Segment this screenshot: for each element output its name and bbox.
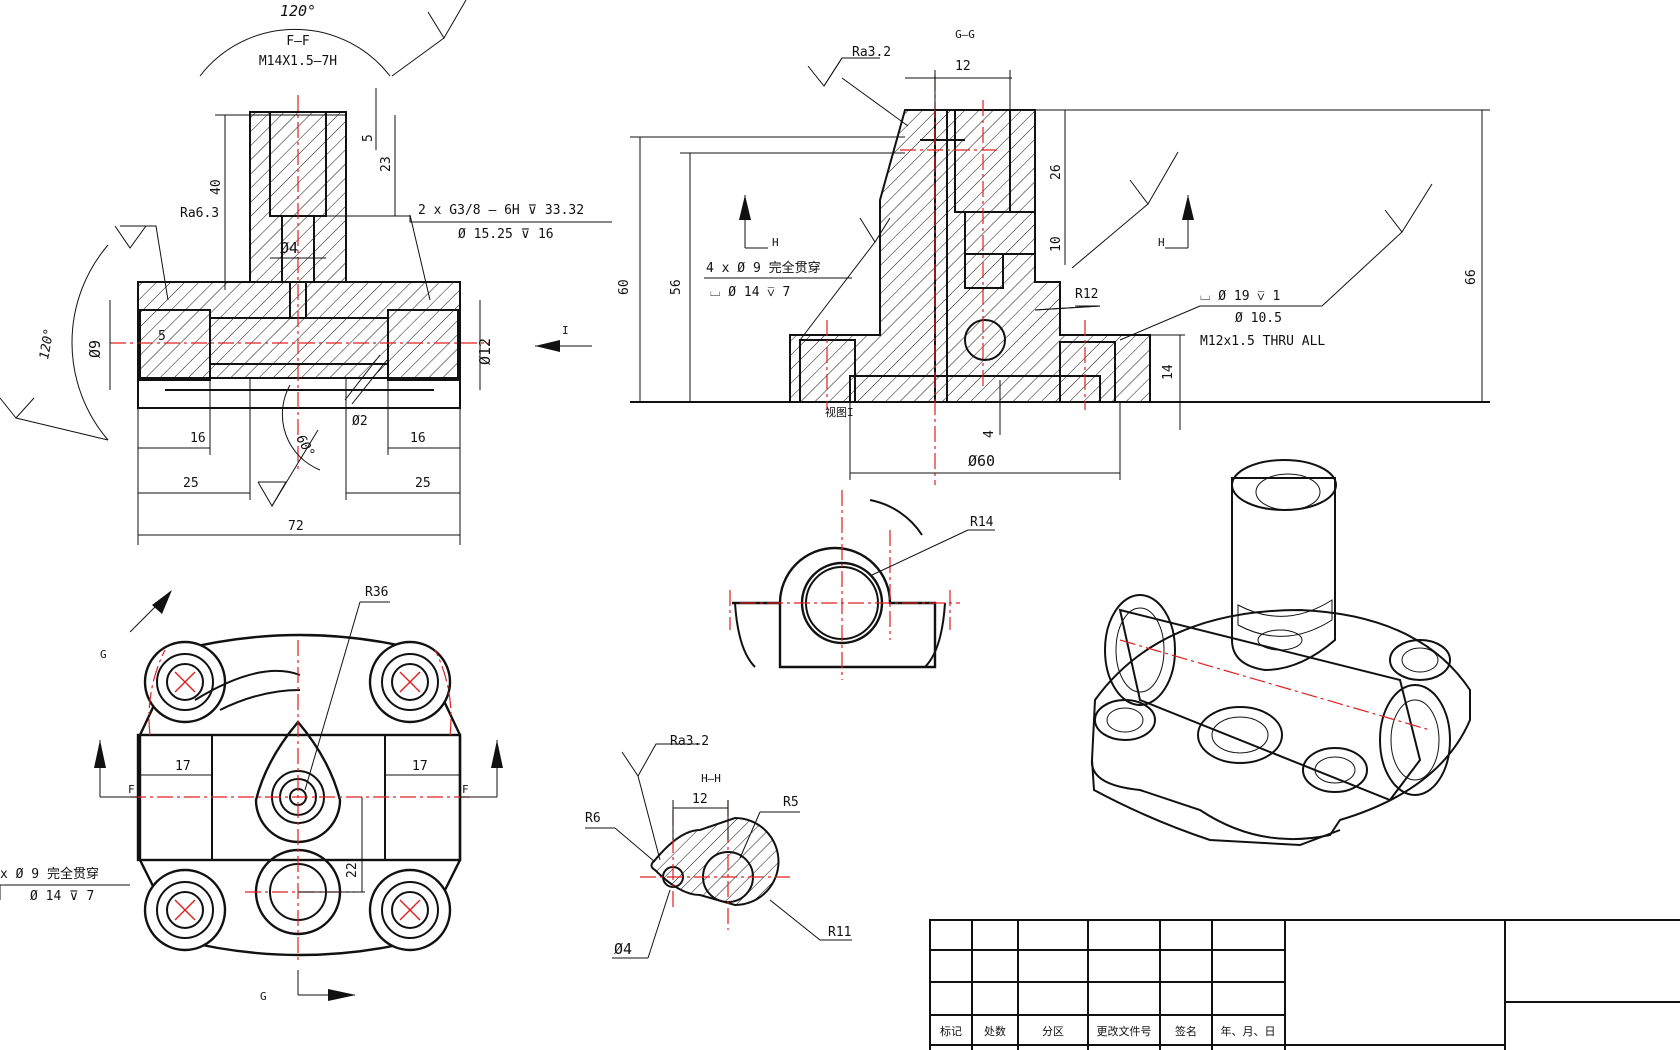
gg-cb-1: ⌴ Ø 19 ⊽ 1: [1200, 289, 1280, 304]
ff-dim-25b: 25: [415, 476, 431, 491]
tb-header-date: 年、月、日: [1221, 1024, 1276, 1038]
gg-view-label: 视图I: [825, 405, 854, 419]
gg-dim-66: 66: [1464, 269, 1479, 285]
ff-dim-5: 5: [361, 134, 376, 142]
view-gg-section: G—G Ra3.2 12 60 56 26 10 66 14 4 Ø60 R12…: [617, 28, 1490, 485]
ff-dim-16b: 16: [410, 431, 426, 446]
top-dim-17a: 17: [175, 759, 191, 774]
hh-dim-12: 12: [692, 792, 708, 807]
gg-dim-12: 12: [955, 59, 971, 74]
tb-header-zone: 分区: [1042, 1025, 1064, 1038]
ff-callout-1: 2 x G3/8 — 6H ⊽ 33.32: [418, 203, 584, 218]
hh-title: H—H: [701, 772, 721, 785]
ff-title: F—F: [286, 34, 310, 49]
ff-dim-5b: 5: [158, 329, 166, 344]
gg-holes-1: 4 x Ø 9 完全贯穿: [706, 260, 821, 276]
tb-header-count: 处数: [984, 1025, 1006, 1038]
gg-dim-26: 26: [1049, 164, 1064, 180]
top-dim-17b: 17: [412, 759, 428, 774]
gg-dim-dia60: Ø60: [968, 452, 995, 470]
isometric-render: [1090, 459, 1471, 847]
hh-r5: R5: [783, 795, 799, 810]
gg-holes-2: ⌴ Ø 14 ⊽ 7: [710, 285, 790, 300]
gg-dim-60: 60: [617, 279, 632, 295]
gg-body: [789, 109, 1151, 403]
tb-header-signature: 签名: [1175, 1024, 1197, 1038]
gg-cb-3: M12x1.5 THRU ALL: [1200, 334, 1325, 349]
gg-dim-4: 4: [982, 430, 997, 438]
ff-dim-40: 40: [209, 179, 224, 195]
gg-roughness: Ra3.2: [852, 45, 891, 60]
ff-dim-25a: 25: [183, 476, 199, 491]
gg-h-right: H: [1158, 236, 1165, 249]
view-hh-section: H—H Ra3.2 12 R6 R5 R11 Ø4: [585, 734, 852, 959]
ff-dim-16a: 16: [190, 431, 206, 446]
top-dim-22: 22: [345, 862, 360, 878]
gg-h-left: H: [772, 236, 779, 249]
gg-r12: R12: [1075, 287, 1098, 302]
view-top: G G F F R36 17 17 22 x Ø 9 完全贯穿 Ø 14 ⊽ 7: [0, 585, 503, 1003]
detail-view-r14: R14: [729, 490, 995, 680]
title-block: 标记 处数 分区 更改文件号 签名 年、月、日: [929, 919, 1680, 1050]
top-f-label-left: F: [128, 783, 135, 796]
top-f-label-right: F: [462, 783, 469, 796]
gg-dim-14: 14: [1161, 364, 1176, 380]
ff-dim-dia4: Ø4: [280, 239, 298, 257]
gg-dim-56: 56: [669, 279, 684, 295]
tb-header-change-doc: 更改文件号: [1097, 1024, 1152, 1038]
ff-arrow-i: I: [562, 324, 569, 337]
view-ff-section: 120° F—F M14X1.5—7H Ra6.3 40 5 23 Ø4 Ø9 …: [0, 0, 612, 545]
ff-roughness: Ra6.3: [180, 206, 219, 221]
gg-cb-2: Ø 10.5: [1235, 311, 1282, 326]
gg-dim-10: 10: [1049, 236, 1064, 252]
hh-roughness: Ra3.2: [670, 734, 709, 749]
hh-r6: R6: [585, 811, 601, 826]
top-holes-2: Ø 14 ⊽ 7: [30, 889, 94, 904]
ff-callout-2: Ø 15.25 ⊽ 16: [458, 227, 554, 242]
ff-angle-top: 120°: [280, 2, 316, 20]
ff-dim-dia12: Ø12: [476, 338, 494, 365]
ff-dim-23: 23: [379, 156, 394, 172]
tb-header-mark: 标记: [940, 1024, 962, 1038]
top-g-label-top: G: [100, 648, 107, 661]
ff-dim-dia9: Ø9: [86, 340, 104, 358]
top-g-label-bottom: G: [260, 990, 267, 1003]
ff-dim-dia2: Ø2: [352, 414, 368, 429]
top-r36: R36: [365, 585, 388, 600]
hh-r11: R11: [828, 925, 851, 940]
ff-angle-left: 120°: [37, 327, 57, 360]
ff-thread: M14X1.5—7H: [259, 54, 337, 69]
detail-r14: R14: [970, 515, 994, 530]
hh-dia4: Ø4: [614, 940, 632, 958]
top-holes-1: x Ø 9 完全贯穿: [0, 866, 99, 882]
gg-title: G—G: [955, 28, 975, 41]
ff-dim-72: 72: [288, 519, 304, 534]
